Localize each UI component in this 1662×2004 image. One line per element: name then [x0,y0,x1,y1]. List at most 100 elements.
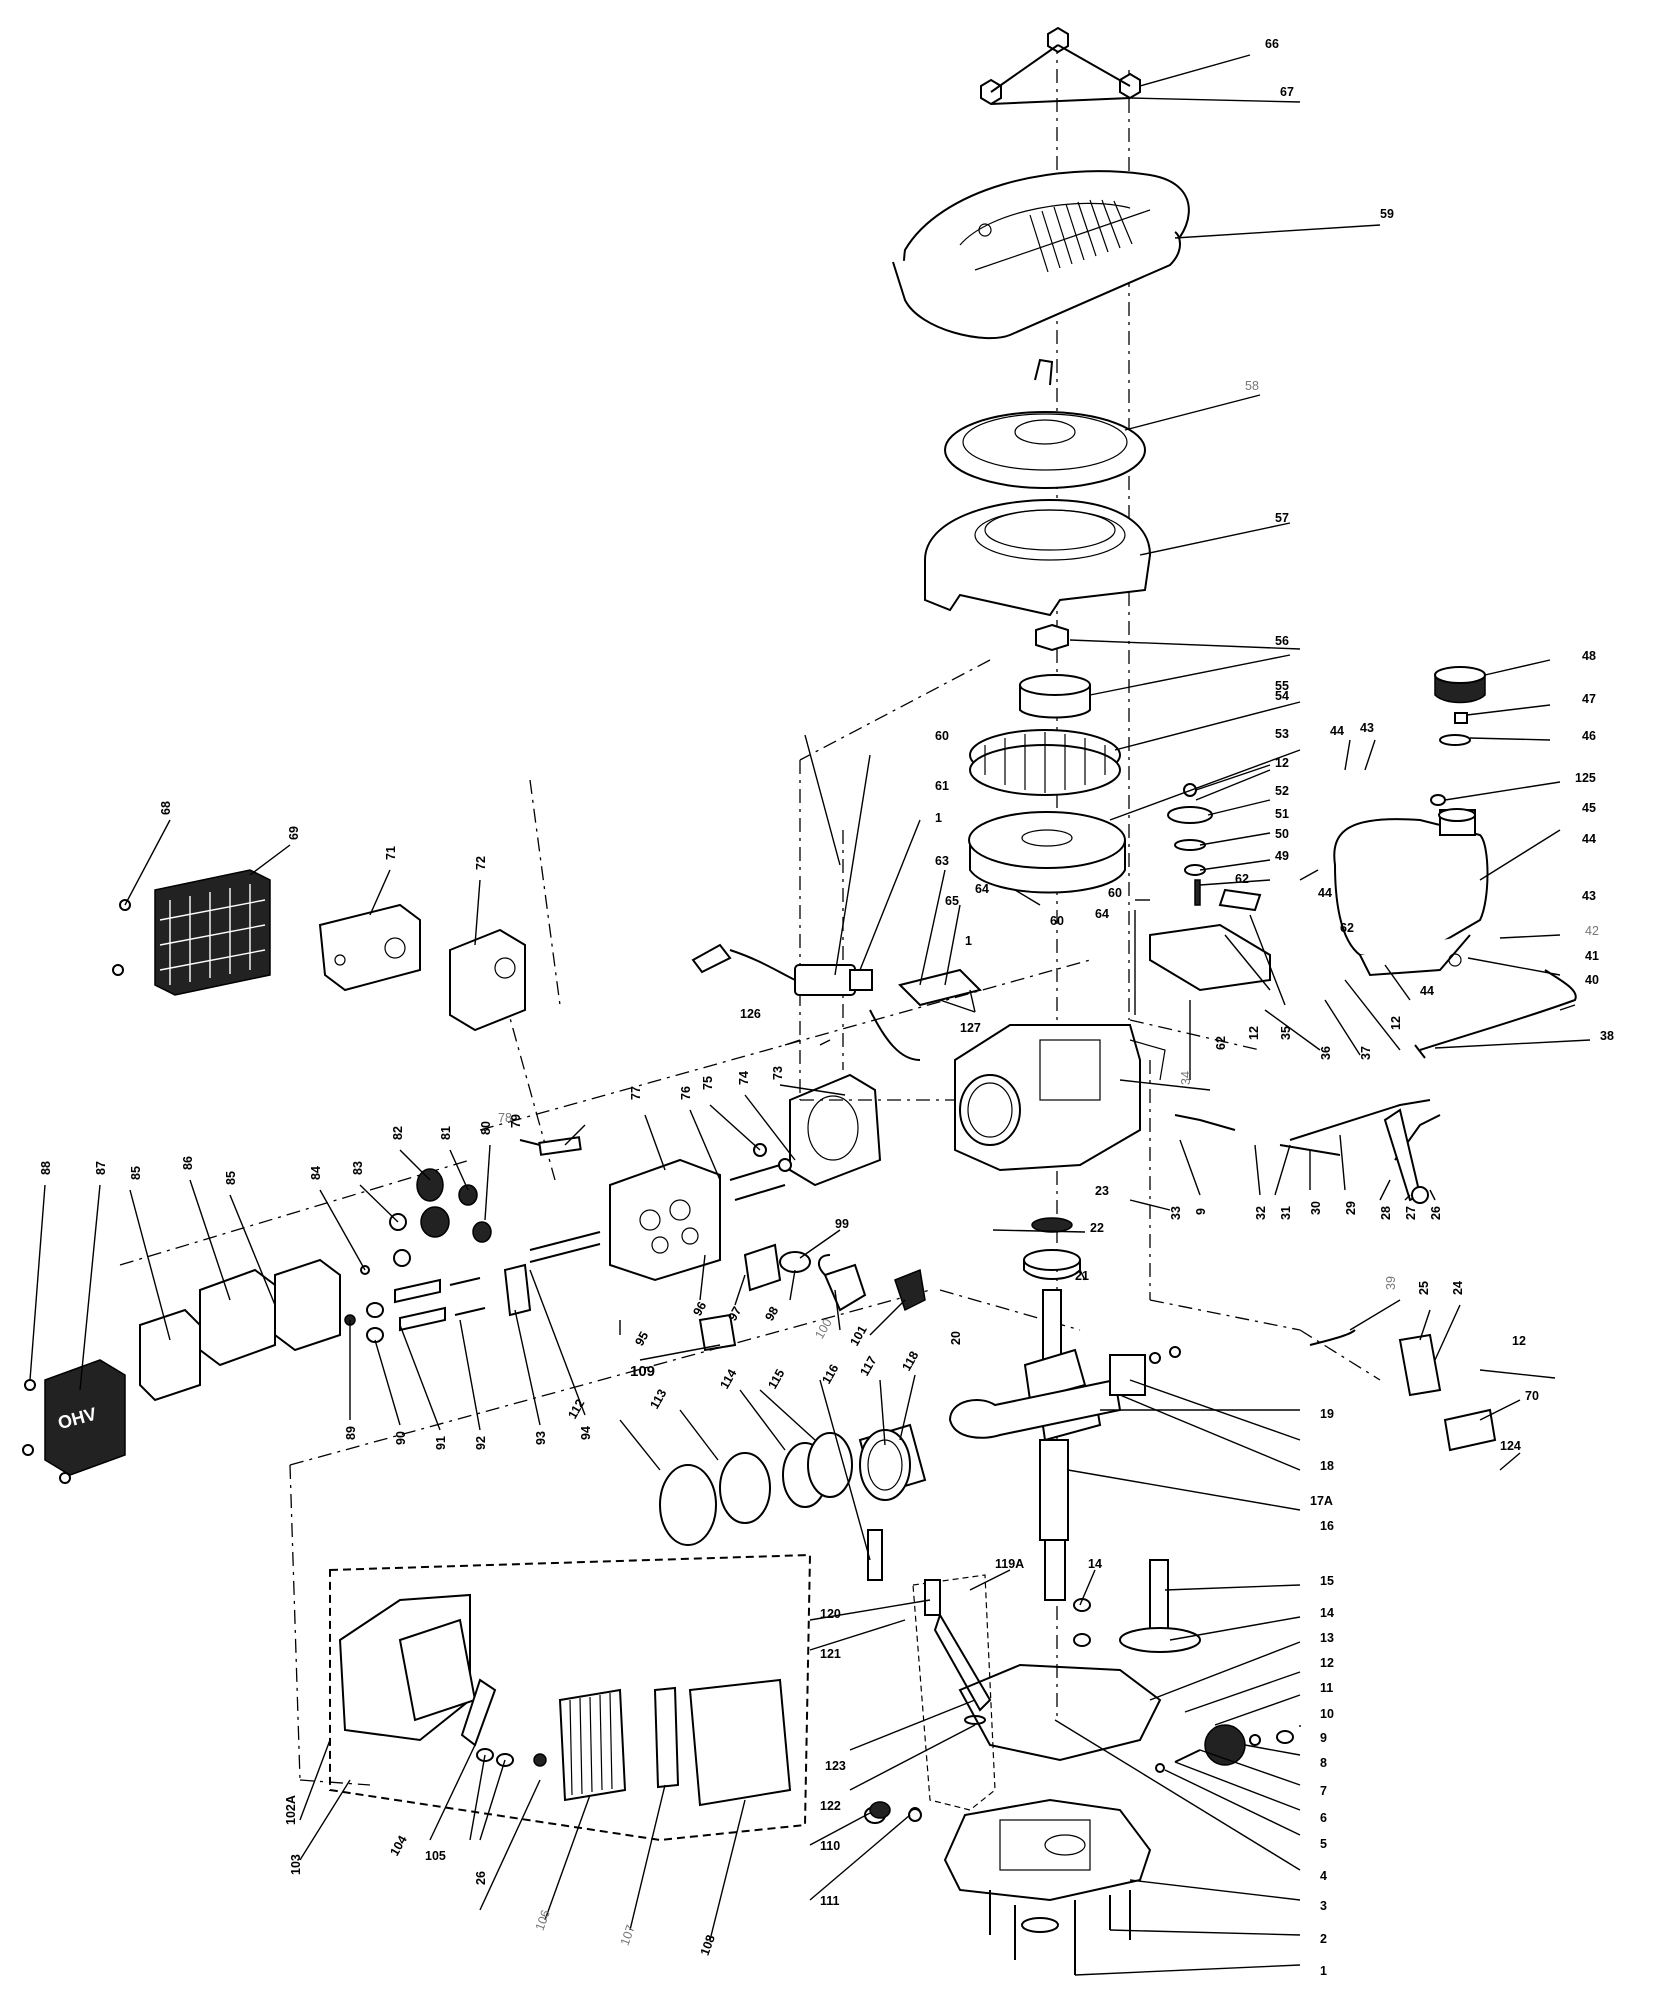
callout-104: 104 [387,1833,410,1858]
callout-1-top: 1 [935,811,942,825]
callout-39: 39 [1384,1276,1398,1290]
callout-87: 87 [94,1161,108,1175]
callout-122: 122 [820,1799,841,1813]
callout-13: 13 [1320,1631,1334,1645]
callout-25: 25 [1417,1281,1431,1295]
callout-24: 24 [1451,1281,1465,1295]
callout-3: 3 [1320,1899,1327,1913]
callout-27: 27 [1404,1206,1418,1220]
air-filter-element [558,1686,680,1802]
callout-101: 101 [847,1323,870,1348]
callout-35: 35 [1279,1026,1293,1040]
callout-113: 113 [647,1387,669,1412]
crankcase-cover [943,1798,1152,1902]
carburetor [818,1254,867,1312]
callout-112: 112 [565,1397,587,1422]
callout-83: 83 [351,1161,365,1175]
callout-12-b: 12 [1389,1016,1403,1030]
head-gasket [789,1073,882,1187]
callout-109: 109 [630,1363,655,1380]
fan-housing [924,498,1152,617]
valve-cover-inner [199,1268,276,1367]
callout-125: 125 [1575,771,1596,785]
dipstick-assembly [912,1574,996,1811]
callout-62-b: 62 [1340,921,1354,935]
callout-123: 123 [825,1759,846,1773]
callout-75: 75 [701,1076,715,1090]
callout-81: 81 [439,1126,453,1140]
callout-36: 36 [1319,1046,1333,1060]
callout-29: 29 [1344,1201,1358,1215]
callout-82: 82 [391,1126,405,1140]
callout-46: 46 [1582,729,1596,743]
callout-85-b: 85 [224,1171,238,1185]
callout-43-a: 43 [1360,721,1374,735]
air-filter-cover [460,1678,792,1807]
callout-40: 40 [1585,973,1599,987]
callout-111: 111 [820,1894,840,1908]
callout-9-top: 9 [1194,1208,1208,1215]
callout-50: 50 [1275,827,1289,841]
callout-124: 124 [1500,1439,1521,1453]
callout-64-b: 64 [1095,907,1109,921]
governor-lever-parts [1167,783,1213,906]
callout-12-c: 12 [1247,1026,1261,1040]
cylinder-head [609,1158,721,1282]
callout-126: 126 [740,1007,761,1021]
callout-77: 77 [629,1086,643,1100]
spark-plug [519,1136,582,1156]
callout-55: 55 [1275,679,1289,693]
callout-15: 15 [1320,1574,1334,1588]
bearings-and-seal [1023,1217,1081,1280]
callout-21: 21 [1075,1269,1089,1283]
top-nuts-and-bracket [980,26,1141,106]
crankshaft [1023,1289,1102,1601]
callout-22: 22 [1090,1221,1104,1235]
callout-102A: 102A [284,1795,298,1825]
callout-67: 67 [1280,85,1294,99]
valve-springs [360,1168,492,1275]
recoil-starter [944,358,1146,489]
callout-108: 108 [698,1933,718,1957]
air-filter-housing [329,1553,812,1842]
callout-60-b: 60 [1050,914,1064,928]
callout-93: 93 [534,1431,548,1445]
callout-117: 117 [857,1354,879,1379]
intake-adapter [698,1313,737,1352]
callout-26-top: 26 [1429,1206,1443,1220]
callout-44-c: 44 [1318,886,1332,900]
cooling-fan [969,729,1121,796]
callout-44-d: 44 [1420,984,1434,998]
callout-70: 70 [1525,1389,1539,1403]
callout-94: 94 [579,1426,593,1440]
connecting-rod [948,1346,1181,1439]
flywheel [968,811,1126,894]
callout-78: 78 [498,1111,512,1125]
callout-73: 73 [771,1066,785,1080]
callout-84: 84 [309,1166,323,1180]
callout-127: 127 [960,1021,981,1035]
callout-76: 76 [679,1086,693,1100]
callout-28: 28 [1379,1206,1393,1220]
callout-44-a: 44 [1330,724,1344,738]
piston [858,1423,927,1581]
carburetor-gasket [894,1268,926,1312]
callout-62-a: 62 [1235,872,1249,886]
callout-19: 19 [1320,1407,1334,1421]
callout-92: 92 [474,1436,488,1450]
callout-14-a: 14 [1088,1557,1102,1571]
callout-34: 34 [1179,1071,1193,1085]
callout-71: 71 [384,846,398,860]
rocker-bracket [503,1263,532,1317]
callout-103: 103 [289,1854,303,1875]
rocker-arms [344,1277,486,1343]
callout-9: 9 [1320,1731,1327,1745]
callout-47: 47 [1582,692,1596,706]
callout-60-a: 60 [935,729,949,743]
callout-41: 41 [1585,949,1599,963]
callout-53: 53 [1275,727,1289,741]
camshaft [1073,1559,1201,1653]
piston-rings [659,1432,853,1546]
callout-98: 98 [762,1304,781,1323]
callout-12-e: 12 [1320,1656,1334,1670]
